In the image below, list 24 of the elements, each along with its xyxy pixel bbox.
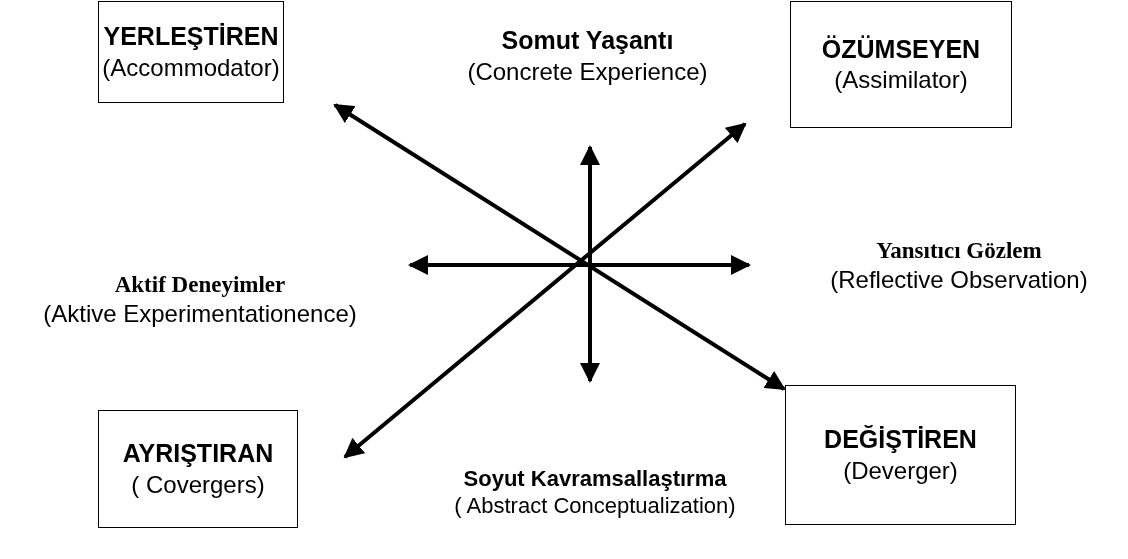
double-arrow bbox=[333, 103, 786, 391]
style-title: AYRIŞTIRAN bbox=[122, 438, 274, 470]
mode-title: Somut Yaşantı bbox=[501, 25, 674, 57]
style-title: ÖZÜMSEYEN bbox=[821, 33, 981, 65]
style-title: DEĞİŞTİREN bbox=[824, 424, 977, 456]
style-subtitle: (Accommodator) bbox=[102, 52, 280, 83]
mode-title: Soyut Kavramsallaştırma bbox=[463, 464, 727, 492]
mode-title: Aktif Deneyimler bbox=[114, 270, 286, 299]
style-subtitle: ( Covergers) bbox=[131, 469, 265, 500]
mode-title: Yansıtıcı Gözlem bbox=[876, 236, 1042, 265]
style-subtitle: (Deverger) bbox=[843, 455, 958, 486]
double-arrow bbox=[580, 145, 600, 383]
double-arrow bbox=[408, 255, 751, 275]
style-title: YERLEŞTİREN bbox=[103, 21, 279, 53]
mode-subtitle: ( Abstract Conceptualization) bbox=[454, 492, 736, 520]
mode-subtitle: (Concrete Experience) bbox=[467, 56, 708, 87]
style-box bbox=[785, 385, 1016, 525]
style-box bbox=[98, 1, 284, 103]
mode-subtitle: (Aktive Experimentationence) bbox=[43, 299, 357, 330]
style-subtitle: (Assimilator) bbox=[834, 65, 968, 96]
style-box bbox=[98, 410, 298, 528]
double-arrow bbox=[343, 122, 747, 459]
mode-subtitle: (Reflective Observation) bbox=[830, 265, 1088, 296]
style-box bbox=[790, 1, 1012, 128]
